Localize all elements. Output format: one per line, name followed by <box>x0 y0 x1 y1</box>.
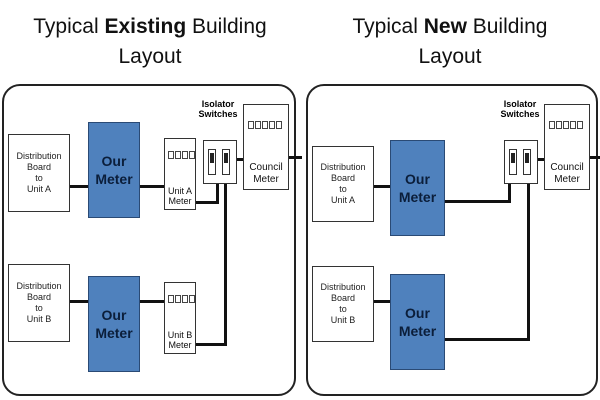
wire <box>527 178 530 341</box>
wire <box>445 200 509 203</box>
wire <box>232 158 244 161</box>
meter-display <box>168 151 195 159</box>
switch-icon <box>509 149 517 175</box>
isolator-switches <box>504 140 538 184</box>
meter-display <box>549 121 583 129</box>
new-layout-title: Typical New Building Layout <box>352 15 548 68</box>
wire <box>70 185 88 188</box>
wire <box>374 185 390 188</box>
new-emphasis: New <box>423 15 467 38</box>
wire <box>445 338 529 341</box>
wire <box>70 300 88 303</box>
wire <box>194 201 218 204</box>
meter-display <box>248 121 282 129</box>
wire <box>224 178 227 346</box>
wire <box>534 158 544 161</box>
switch-icon <box>222 149 230 175</box>
wire <box>216 178 219 204</box>
existing-emphasis: Existing <box>104 15 187 38</box>
wire <box>138 185 164 188</box>
wire <box>586 156 600 159</box>
meter-display <box>168 295 195 303</box>
switch-icon <box>523 149 531 175</box>
isolator-switches <box>203 140 237 184</box>
wire <box>194 343 226 346</box>
existing-layout-title: Typical Existing Building Layout <box>33 15 267 68</box>
switch-icon <box>208 149 216 175</box>
wire <box>286 156 302 159</box>
wire <box>140 300 164 303</box>
wire <box>508 178 511 203</box>
wire <box>374 300 390 303</box>
